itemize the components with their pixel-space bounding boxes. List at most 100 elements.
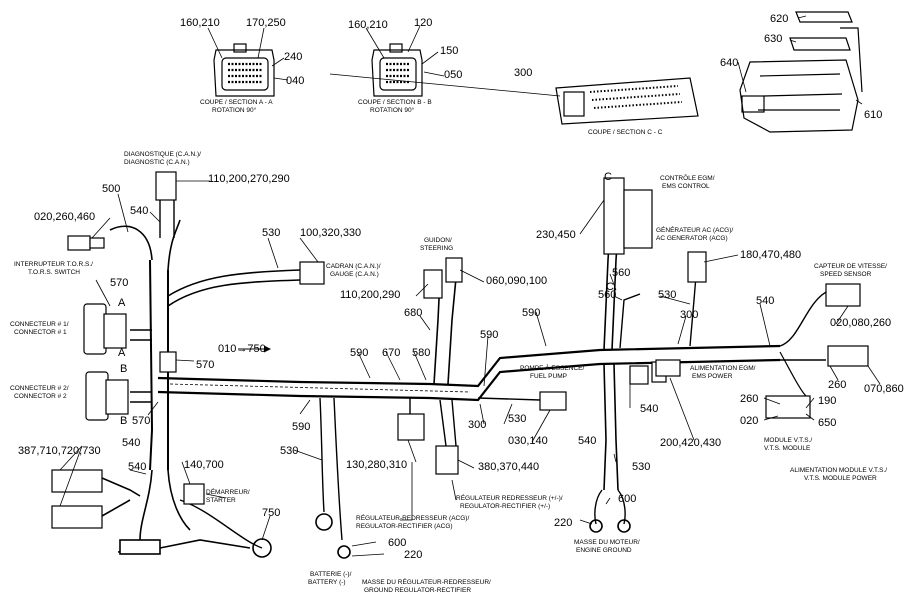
steering-connector-2 bbox=[445, 257, 463, 283]
callout-670: 670 bbox=[382, 347, 400, 359]
callout-380-370-440: 380,370,440 bbox=[478, 461, 539, 473]
svg-text:A: A bbox=[118, 347, 126, 359]
label-reg-rectifier-acg: RÉGULATEUR-REDRESSEUR (ACG)/REGULATOR-RE… bbox=[356, 513, 469, 530]
diagnostic-connector bbox=[155, 171, 177, 201]
callout-130-280-310: 130,280,310 bbox=[346, 459, 407, 471]
label-battery: BATTERIE (-)/BATTERY (-) bbox=[308, 571, 352, 586]
callout-530-a: 530 bbox=[262, 227, 280, 239]
callout-540-d: 540 bbox=[578, 435, 596, 447]
callout-580: 580 bbox=[412, 347, 430, 359]
callout-160-210-b: 160,210 bbox=[348, 19, 388, 31]
callout-070-860: 070,860 bbox=[864, 383, 904, 395]
callout-540-f: 540 bbox=[128, 461, 146, 473]
lower-cables bbox=[101, 477, 631, 559]
callout-160-210-a: 160,210 bbox=[180, 17, 220, 29]
starter-connector bbox=[183, 483, 205, 505]
acg-connector bbox=[687, 251, 707, 283]
steering-connector-1 bbox=[423, 269, 443, 299]
section-a-connector bbox=[213, 43, 275, 97]
callout-750: 750 bbox=[262, 507, 280, 519]
callout-020-260-460: 020,260,460 bbox=[34, 211, 95, 223]
label-ac-generator: GÉNÉRATEUR AC (ACG)/AC GENERATOR (ACG) bbox=[656, 225, 733, 242]
label-connector-2: CONNECTEUR # 2/CONNECTOR # 2 bbox=[10, 385, 69, 400]
svg-text:A: A bbox=[118, 297, 126, 309]
connector-shapes bbox=[51, 171, 869, 529]
callout-680: 680 bbox=[404, 307, 422, 319]
callout-240: 240 bbox=[284, 51, 302, 63]
callout-200-420-430: 200,420,430 bbox=[660, 437, 721, 449]
callout-500: 500 bbox=[102, 183, 120, 195]
label-starter: DÉMARREUR/STARTER bbox=[206, 487, 250, 504]
callout-050: 050 bbox=[444, 69, 462, 81]
svg-text:C: C bbox=[604, 171, 612, 183]
callout-300-top: 300 bbox=[514, 67, 532, 79]
section-b-connector bbox=[371, 43, 423, 97]
callout-650: 650 bbox=[818, 417, 836, 429]
label-gauge: CADRAN (C.A.N.)/GAUGE (C.A.N.) bbox=[326, 263, 381, 278]
label-fuel-pump: POMPE À ESSENCE/FUEL PUMP bbox=[520, 363, 584, 380]
label-steering: GUIDON/STEERING bbox=[420, 237, 453, 252]
callout-060-090-100: 060,090,100 bbox=[486, 275, 547, 287]
connector-387b bbox=[51, 505, 103, 529]
callout-570-c: 570 bbox=[132, 415, 150, 427]
reg-acg-connector bbox=[397, 413, 425, 441]
gauge-connector bbox=[299, 261, 325, 285]
callout-630: 630 bbox=[764, 33, 782, 45]
callout-190: 190 bbox=[818, 395, 836, 407]
tors-connector bbox=[67, 235, 91, 251]
callout-030-140: 030,140 bbox=[508, 435, 548, 447]
fuel-pump-connector bbox=[539, 391, 567, 411]
callout-540-c: 540 bbox=[640, 403, 658, 415]
callout-020-080-260: 020,080,260 bbox=[830, 317, 891, 329]
callout-010-750: 010→750 bbox=[218, 343, 266, 355]
svg-text:B: B bbox=[120, 415, 127, 427]
callout-230-450: 230,450 bbox=[536, 229, 576, 241]
connector-housing-exploded bbox=[739, 11, 863, 133]
callout-020-b: 020 bbox=[740, 415, 758, 427]
ems-control-module bbox=[603, 177, 625, 255]
callout-600-a: 600 bbox=[618, 493, 636, 505]
callout-600-b: 600 bbox=[388, 537, 406, 549]
callout-610: 610 bbox=[864, 109, 882, 121]
callout-560-a: 560 bbox=[612, 267, 630, 279]
callout-387-710-720-730: 387,710,720,730 bbox=[18, 445, 101, 457]
callout-120: 120 bbox=[414, 17, 432, 29]
leader-lines bbox=[59, 15, 881, 557]
label-ground-regulator: MASSE DU RÉGULATEUR-REDRESSEUR/GROUND RE… bbox=[362, 577, 491, 594]
label-engine-ground: MASSE DU MOTEUR/ENGINE GROUND bbox=[574, 539, 640, 554]
callout-220-a: 220 bbox=[554, 517, 572, 529]
callout-590-d: 590 bbox=[292, 421, 310, 433]
callout-530-d: 530 bbox=[280, 445, 298, 457]
callout-530-e: 530 bbox=[632, 461, 650, 473]
label-speed-sensor: CAPTEUR DE VITESSE/SPEED SENSOR bbox=[814, 263, 887, 278]
label-vts-module-power: ALIMENTATION MODULE V.T.S./V.T.S. MODULE… bbox=[790, 467, 887, 482]
label-reg-rectifier-plus: RÉGULATEUR REDRESSEUR (+/-)/REGULATOR-RE… bbox=[456, 493, 563, 510]
callout-110-200-290: 110,200,290 bbox=[340, 289, 400, 301]
callout-040: 040 bbox=[286, 75, 304, 87]
svg-text:C: C bbox=[606, 281, 614, 293]
label-ems-control: CONTRÔLE EGM/EMS CONTROL bbox=[660, 173, 715, 190]
callout-590-c: 590 bbox=[350, 347, 368, 359]
callout-260-a: 260 bbox=[828, 379, 846, 391]
main-harness bbox=[109, 198, 841, 549]
svg-text:B: B bbox=[120, 363, 127, 375]
reg-rectifier-connector bbox=[435, 445, 459, 475]
callout-620: 620 bbox=[770, 13, 788, 25]
callout-300-c: 300 bbox=[468, 419, 486, 431]
callout-100-320-330: 100,320,330 bbox=[300, 227, 361, 239]
callout-140-700: 140,700 bbox=[184, 459, 224, 471]
label-connector-1: CONNECTEUR # 1/CONNECTOR # 1 bbox=[10, 321, 69, 336]
callout-110-200-270-290: 110,200,270,290 bbox=[208, 173, 290, 185]
callout-590-a: 590 bbox=[522, 307, 540, 319]
vts-power-connector bbox=[827, 345, 869, 367]
callout-590-b: 590 bbox=[480, 329, 498, 341]
label-vts-module: MODULE V.T.S./V.T.S. MODULE bbox=[764, 437, 812, 452]
callout-570-a: 570 bbox=[110, 277, 128, 289]
callout-260-b: 260 bbox=[740, 393, 758, 405]
callout-numbers: 160,210 170,250 240 040 160,210 120 150 … bbox=[18, 13, 904, 561]
callout-300-b: 300 bbox=[680, 309, 698, 321]
